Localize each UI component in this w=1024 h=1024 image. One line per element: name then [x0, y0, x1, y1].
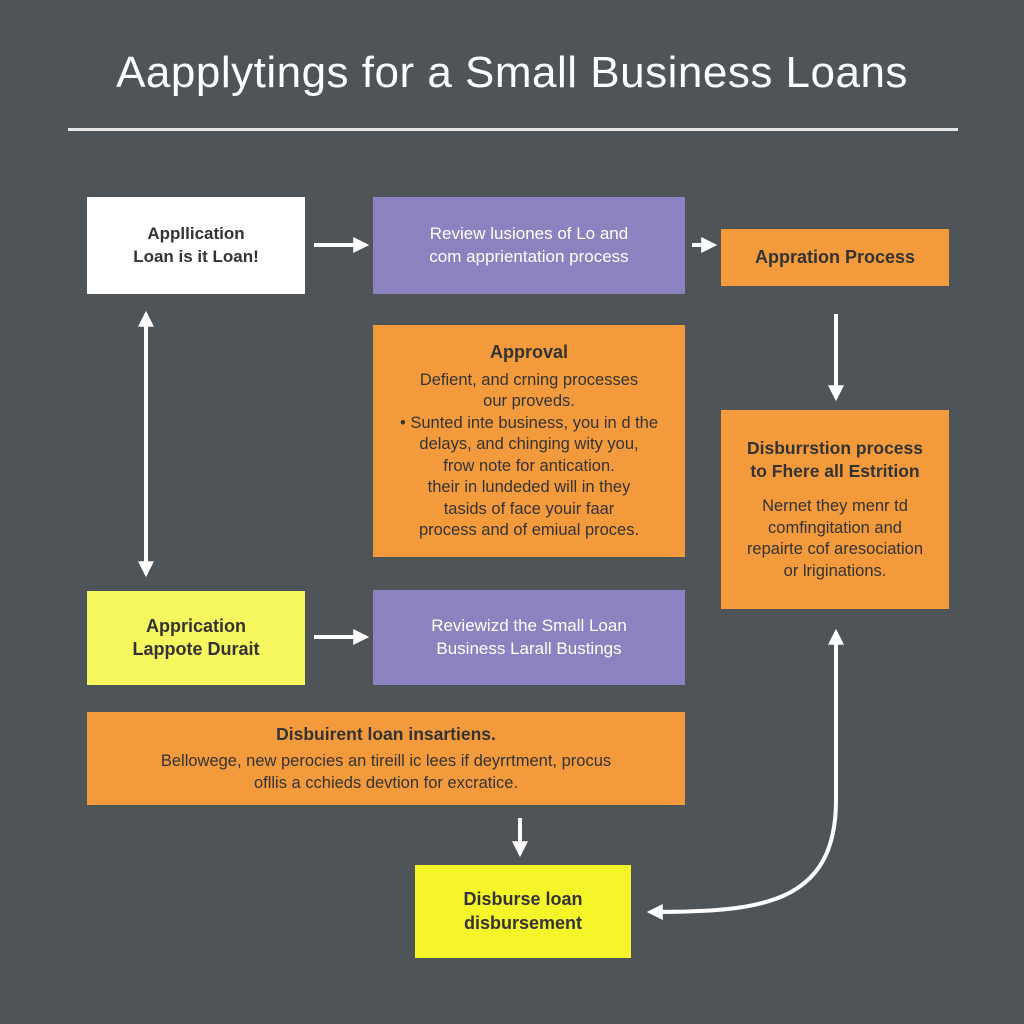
approval-line-3: • Sunted inte business, you in d the	[399, 413, 659, 432]
approval-line-2: our proveds.	[483, 392, 575, 411]
appration-line-1: Appration Process	[754, 246, 916, 267]
disbursement-process-line-3: repairte cof aresociation	[746, 540, 924, 559]
approval-line-1: Defient, and crning processes	[419, 370, 639, 389]
application-line-1: Appllication	[147, 224, 245, 244]
disburse-loan-box: Disburse loan disbursement	[415, 865, 631, 958]
apprication-box: Apprication Lappote Durait	[87, 591, 305, 685]
approval-line-7: tasids of face youir faar	[443, 499, 615, 518]
application-line-2: Loan is it Loan!	[133, 246, 259, 266]
disbursement-process-line-1: Nernet they menr td	[762, 497, 908, 516]
diagram-title: Aapplytings for a Small Business Loans	[116, 48, 908, 97]
disbuirent-heading: Disbuirent loan insartiens.	[276, 723, 496, 744]
approval-heading: Approval	[489, 341, 568, 362]
disbuirent-box: Disbuirent loan insartiens. Bellowege, n…	[87, 712, 685, 805]
appration-process-box: Appration Process	[721, 229, 949, 286]
review-line-2: com apprientation process	[429, 246, 629, 266]
disburse-line-2: disbursement	[463, 912, 583, 933]
reviewized-line-1: Reviewizd the Small Loan	[431, 616, 627, 636]
disbursement-process-heading-1: Disburrstion process	[746, 437, 924, 458]
reviewized-line-2: Business Larall Bustings	[436, 638, 622, 658]
disbuirent-line-2: ofllis a cchieds devtion for excratice.	[253, 773, 519, 792]
application-box: Appllication Loan is it Loan!	[87, 197, 305, 294]
approval-line-6: their in lundeded will in they	[427, 478, 631, 497]
approval-line-8: process and of emiual proces.	[418, 521, 640, 539]
reviewized-box: Reviewizd the Small Loan Business Larall…	[373, 590, 685, 685]
approval-line-4: delays, and chinging wity you,	[419, 435, 639, 454]
review-box: Review lusiones of Lo and com apprientat…	[373, 197, 685, 294]
disburse-line-1: Disburse loan	[463, 889, 583, 910]
approval-box: Approval Defient, and crning processes o…	[373, 325, 685, 557]
apprication-line-1: Apprication	[145, 615, 246, 636]
apprication-line-2: Lappote Durait	[132, 639, 260, 659]
arrow-disburse-to-disbursement-process	[646, 628, 844, 920]
disbursement-process-line-2: comfingitation and	[768, 518, 902, 537]
disbursement-process-line-4: or lriginations.	[783, 561, 887, 580]
disbuirent-line-1: Bellowege, new perocies an tireill ic le…	[160, 752, 612, 771]
title-divider	[68, 128, 958, 131]
review-line-1: Review lusiones of Lo and	[429, 224, 629, 244]
disbursement-process-box: Disburrstion process to Fhere all Estrit…	[721, 410, 949, 609]
disbursement-process-heading-2: to Fhere all Estrition	[750, 460, 920, 481]
approval-line-5: frow note for antication.	[443, 456, 615, 475]
